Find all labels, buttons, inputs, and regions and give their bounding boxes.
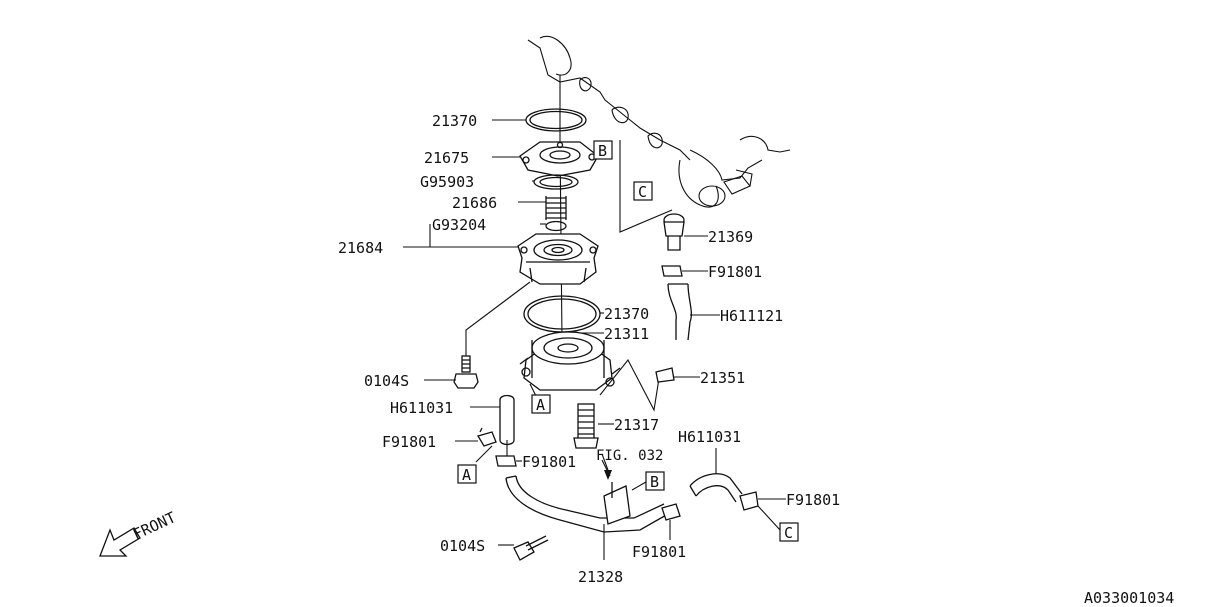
label-21684: 21684 <box>338 239 383 257</box>
leader-lines <box>403 119 786 546</box>
gasket-G95903 <box>533 174 579 190</box>
oring-21370-top <box>525 108 587 132</box>
hose-H611121 <box>667 283 693 341</box>
svg-text:A: A <box>462 466 471 484</box>
label-fig-032: FIG. 032 <box>596 448 663 464</box>
front-label: FRONT <box>130 508 179 543</box>
svg-text:C: C <box>784 524 793 542</box>
label-21370-lower: 21370 <box>604 305 649 323</box>
label-F91801-upper-right: F91801 <box>708 263 762 281</box>
svg-text:C: C <box>638 183 647 201</box>
marker-B-top: B <box>593 140 613 160</box>
label-F91801-right: F91801 <box>786 491 840 509</box>
clip-F91801-middle <box>495 455 517 467</box>
ring-G93204 <box>545 220 567 232</box>
label-G93204: G93204 <box>432 216 486 234</box>
label-G95903: G95903 <box>420 173 474 191</box>
label-21370-top: 21370 <box>432 112 477 130</box>
label-21675: 21675 <box>424 149 469 167</box>
pipe-21328 <box>505 475 669 560</box>
drawing-id: A033001034 <box>1084 589 1174 607</box>
marker-A-mid: A <box>531 394 551 414</box>
label-H611121: H611121 <box>720 307 783 325</box>
clip-F91801-lower <box>661 503 681 521</box>
bolt-0104S-lower <box>513 535 549 561</box>
cover-21675 <box>519 141 599 177</box>
svg-text:B: B <box>598 142 607 160</box>
label-21328: 21328 <box>578 568 623 586</box>
bolt-0104S-upper <box>453 355 479 389</box>
fig-arrow <box>601 453 612 480</box>
union-bolt-21317 <box>573 403 599 449</box>
svg-text:A: A <box>536 396 545 414</box>
front-direction-indicator: FRONT <box>99 508 179 557</box>
label-21317: 21317 <box>614 416 659 434</box>
label-21311: 21311 <box>604 325 649 343</box>
label-H611031-left: H611031 <box>390 399 453 417</box>
fitting-21369 <box>663 213 685 251</box>
hose-H611031-left <box>499 394 515 456</box>
clip-F91801-upper-right <box>661 265 683 277</box>
clip-21351 <box>655 367 675 383</box>
guide-line-c <box>619 140 673 233</box>
label-0104S-lower: 0104S <box>440 537 485 555</box>
hose-H611031-right <box>689 473 743 503</box>
clip-F91801-right <box>739 491 759 511</box>
label-F91801-middle: F91801 <box>522 453 576 471</box>
bolt-leader <box>465 281 531 356</box>
svg-text:B: B <box>650 473 659 491</box>
spring-21686 <box>545 196 567 220</box>
label-21686: 21686 <box>452 194 497 212</box>
label-21369: 21369 <box>708 228 753 246</box>
label-H611031-right: H611031 <box>678 428 741 446</box>
marker-C-top: C <box>633 181 653 201</box>
engine-block-outline <box>527 36 791 208</box>
marker-C-right: C <box>779 522 799 542</box>
oil-cooler-21311 <box>519 331 621 391</box>
label-F91801-left: F91801 <box>382 433 436 451</box>
marker-B-lower: B <box>645 471 665 491</box>
label-21351: 21351 <box>700 369 745 387</box>
label-0104S-upper: 0104S <box>364 372 409 390</box>
zigzag-leader <box>599 358 661 412</box>
clip-F91801-left <box>477 427 497 447</box>
housing-21684 <box>517 233 599 285</box>
label-F91801-lower: F91801 <box>632 543 686 561</box>
marker-A-left: A <box>457 464 477 484</box>
